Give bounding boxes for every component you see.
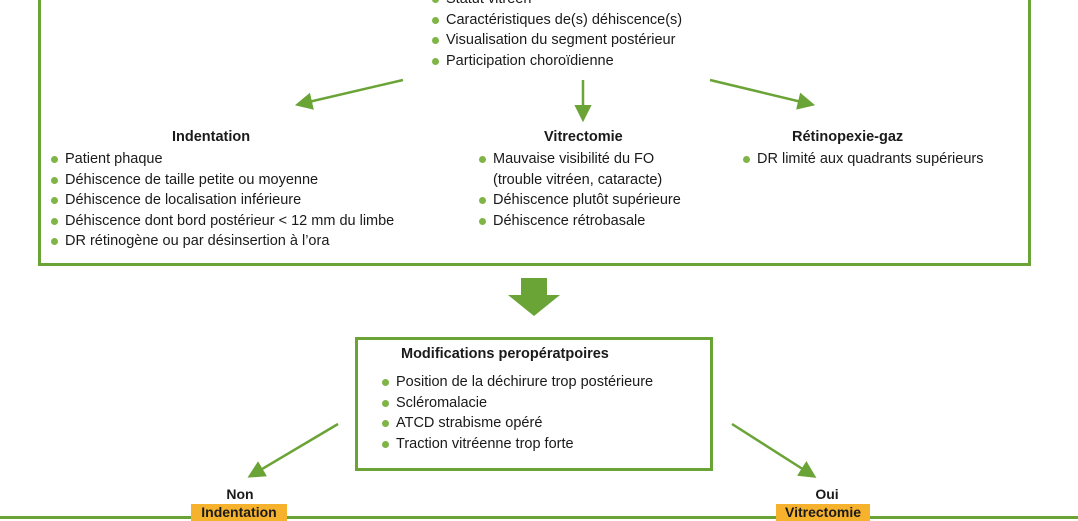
yes-label: Oui bbox=[815, 486, 839, 502]
arrow-to-indentation bbox=[294, 78, 404, 110]
list-item: DR limité aux quadrants supérieurs bbox=[743, 149, 983, 170]
list-item: DR rétinogène ou par désinsertion à l’or… bbox=[51, 231, 394, 252]
arrow-to-yes bbox=[731, 422, 817, 478]
list-item: Déhiscence dont bord postérieur < 12 mm … bbox=[51, 211, 394, 232]
indentation-title: Indentation bbox=[172, 129, 251, 145]
big-down-arrow bbox=[508, 278, 560, 316]
list-item: Déhiscence de localisation inférieure bbox=[51, 190, 394, 211]
no-label: Non bbox=[226, 486, 254, 502]
list-item: Visualisation du segment postérieur bbox=[432, 30, 682, 51]
list-item: Déhiscence de taille petite ou moyenne bbox=[51, 170, 394, 191]
modifications-list: Position de la déchirure trop postérieur… bbox=[382, 372, 653, 454]
arrow-to-no bbox=[247, 422, 339, 478]
indentation-list: Patient phaque Déhiscence de taille peti… bbox=[51, 149, 394, 252]
list-item: Position de la déchirure trop postérieur… bbox=[382, 372, 653, 393]
list-item: Déhiscence rétrobasale bbox=[479, 211, 681, 232]
list-item: Participation choroïdienne bbox=[432, 51, 682, 72]
vitrectomie-title: Vitrectomie bbox=[544, 129, 623, 145]
list-item: Statut vitréen bbox=[432, 0, 682, 10]
list-item: Scléromalacie bbox=[382, 393, 653, 414]
list-item: Mauvaise visibilité du FO (trouble vitré… bbox=[479, 149, 681, 190]
list-item: Traction vitréenne trop forte bbox=[382, 434, 653, 455]
vitrectomie-list: Mauvaise visibilité du FO (trouble vitré… bbox=[479, 149, 681, 231]
modifications-box bbox=[355, 337, 713, 471]
list-item: ATCD strabisme opéré bbox=[382, 413, 653, 434]
modifications-title: Modifications peropératpoires bbox=[401, 346, 609, 362]
no-action-badge: Indentation bbox=[191, 504, 287, 521]
criteria-box bbox=[38, 0, 1031, 266]
arrow-to-retinopexie bbox=[709, 78, 816, 110]
retinopexie-title: Rétinopexie-gaz bbox=[792, 129, 904, 145]
top-criteria-list: Statut vitréen Caractéristiques de(s) dé… bbox=[432, 0, 682, 71]
list-item: Déhiscence plutôt supérieure bbox=[479, 190, 681, 211]
list-item: Patient phaque bbox=[51, 149, 394, 170]
yes-action-badge: Vitrectomie bbox=[776, 504, 870, 521]
list-item: Caractéristiques de(s) déhiscence(s) bbox=[432, 10, 682, 31]
retinopexie-list: DR limité aux quadrants supérieurs bbox=[743, 149, 983, 170]
